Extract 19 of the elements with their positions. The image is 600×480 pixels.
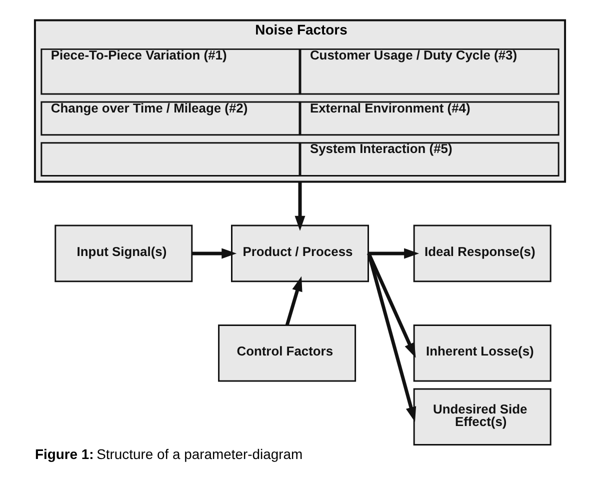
node-box: Undesired Side Effect(s) (413, 388, 552, 446)
node-box: Inherent Losse(s) (413, 324, 552, 382)
caption: Figure 1: Structure of a parameter-diagram (34, 446, 303, 462)
node-box: Customer Usage / Duty Cycle (#3) (300, 48, 560, 95)
node-box: Product / Process (231, 224, 369, 282)
arrow (192, 248, 237, 259)
node-box: System Interaction (#5) (300, 142, 560, 176)
node-box: Piece-To-Piece Variation (#1) (40, 48, 300, 95)
node-box: Control Factors (218, 324, 356, 382)
node-box (40, 142, 300, 176)
node-box: Ideal Response(s) (413, 224, 552, 282)
arrow (368, 248, 420, 259)
arrow (294, 182, 306, 231)
arrow (367, 252, 416, 422)
arrow (367, 252, 416, 358)
node-box: Input Signal(s) (54, 224, 193, 282)
node-box: External Environment (#4) (300, 101, 560, 136)
node-box: Change over Time / Mileage (#2) (40, 101, 300, 136)
arrow (285, 276, 302, 326)
